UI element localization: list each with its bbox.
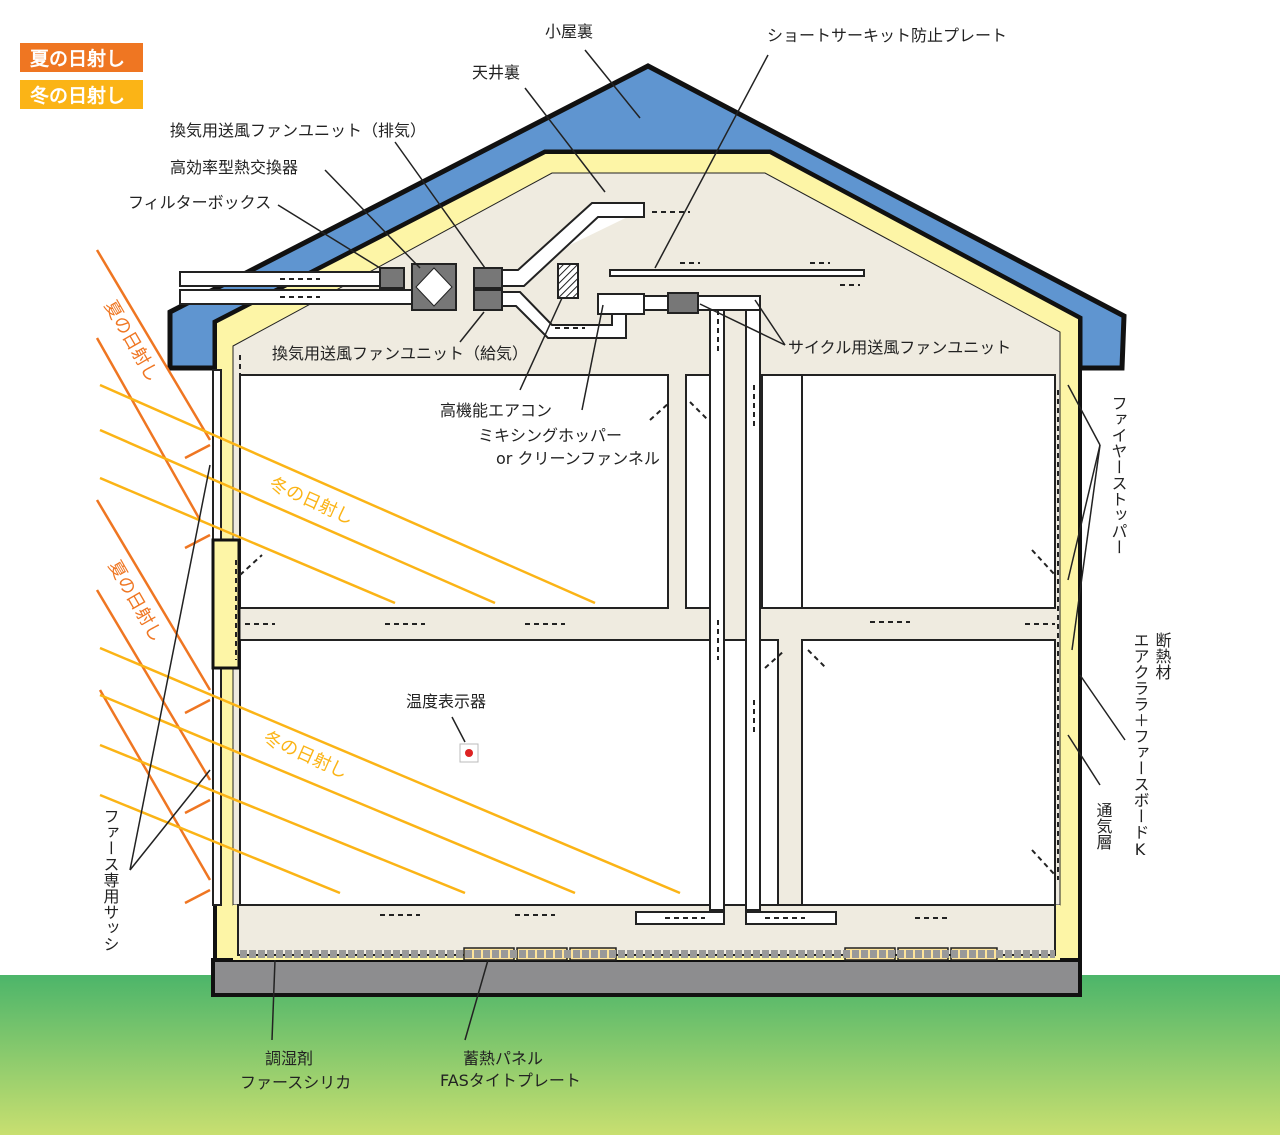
supply-duct [179,289,416,305]
room-lower-left [239,639,779,906]
label-thermal-panel-1: 蓄熱パネル [463,1049,543,1068]
mixing-hopper [597,293,645,315]
short-circuit-plate [609,269,865,277]
cycle-duct [643,295,761,311]
exhaust-inlet-duct-shape [501,202,645,287]
filter-box [379,267,405,289]
leader-lines [129,49,1126,1041]
legend-winter: 冬の日射し [30,84,125,107]
floor-outlet-right [745,911,837,925]
summer-sun-rays [95,249,212,905]
winter-sun-rays [99,383,681,895]
fire-stopper-left [211,538,241,670]
label-aircon: 高機能エアコン [440,401,552,420]
legend-summer-swatch [20,43,143,72]
label-sash: ファース専用サッシ [101,808,120,952]
room-upper-left [239,374,669,609]
label-mixing-hopper-2: or クリーンファンネル [496,449,660,468]
label-ceiling-space: 天井裏 [472,63,520,82]
label-exhaust-fan: 換気用送風ファンユニット（排気） [170,121,426,140]
vertical-duct-2 [745,299,761,911]
aircon [557,263,579,299]
cycle-fan-unit [667,292,699,314]
floor-outlet-left [635,911,725,925]
label-mixing-hopper-1: ミキシングホッパー [478,426,622,445]
label-insulation-2: エアクララ＋ファースボードK [1131,632,1150,859]
label-humidity-agent-2: ファースシリカ [240,1073,351,1092]
room-upper-right [801,374,1056,609]
legend-summer: 夏の日射し [30,47,125,70]
label-summer-sun-upper: 夏の日射し [100,297,163,385]
label-ventilation-layer: 通気層 [1094,802,1113,850]
label-fire-stopper: ファイヤーストッパー [1109,395,1128,555]
label-temp-display: 温度表示器 [406,692,486,711]
room-lower-right [801,639,1056,906]
ground [0,975,1280,1135]
temperature-display-icon [459,743,479,763]
upper-mid-room [685,374,711,609]
label-supply-fan: 換気用送風ファンユニット（給気） [272,344,528,363]
vertical-duct-1 [709,299,725,911]
supply-fan-unit [473,289,503,311]
label-filter-box: フィルターボックス [128,193,271,212]
label-heat-exchanger: 高効率型熱交換器 [170,158,298,177]
label-short-circuit-plate: ショートサーキット防止プレート [767,26,1007,45]
label-attic-roof: 小屋裏 [545,22,593,41]
exhaust-fan-unit [473,267,503,289]
legend-winter-swatch [20,80,143,109]
airflow-arrows [235,211,1059,919]
label-cycle-fan: サイクル用送風ファンユニット [788,338,1011,357]
label-insulation-1: 断熱材 [1153,632,1172,680]
foundation [211,958,1082,997]
heat-exchanger-core [415,267,453,307]
mid-hall [761,374,803,609]
label-humidity-agent-1: 調湿剤 [265,1049,313,1068]
label-thermal-panel-2: FASタイトプレート [440,1071,581,1090]
